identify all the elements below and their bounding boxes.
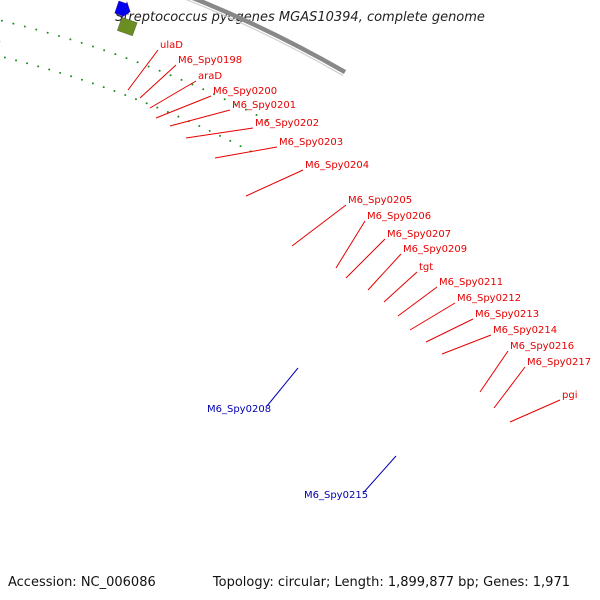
tick-dot [0,19,3,22]
tick-dot [113,90,116,93]
gene-leader-line [335,220,366,269]
reverse-gene-label[interactable]: M6_Spy0215 [304,490,368,501]
forward-gene-label[interactable]: M6_Spy0214 [493,325,557,336]
gene-leader-line [139,64,177,99]
tick-dot [219,134,222,137]
tick-dot [81,78,84,81]
gene-leader-line [185,127,254,139]
tick-dot [46,31,49,34]
gene-leader-line [367,253,402,291]
gene-leader-line [149,80,197,109]
forward-gene-label[interactable]: M6_Spy0202 [255,118,319,129]
accession-label: Accession: NC_006086 [8,575,156,590]
forward-gene-label[interactable]: M6_Spy0201 [232,100,296,111]
tick-dot [59,71,62,74]
map-title: Streptococcus pyogenes MGAS10394, comple… [115,10,485,25]
gene-feature-olive [116,16,138,37]
gene-leader-line [441,334,492,355]
tick-dot [124,94,127,97]
tick-dot [3,56,6,59]
reverse-gene-label[interactable]: M6_Spy0208 [207,404,271,415]
tick-dot [191,83,194,86]
forward-gene-label[interactable]: ulaD [160,40,183,51]
tick-dot [58,34,61,37]
tick-dot [158,69,161,72]
tick-dot [244,108,247,111]
tick-dot [255,113,258,116]
tick-dot [223,98,226,101]
tick-dot [125,57,128,60]
tick-dot [70,75,73,78]
forward-gene-label[interactable]: tgt [419,262,433,273]
reverse-gene-arrow [114,0,131,19]
topology-label: Topology: circular; Length: 1,899,877 bp… [212,575,570,590]
forward-gene-label[interactable]: M6_Spy0207 [387,229,451,240]
gene-leader-line [214,146,278,159]
gene-leader-line [363,455,397,493]
tick-dot [145,102,148,105]
forward-gene-label[interactable]: M6_Spy0216 [510,341,574,352]
tick-dot [180,78,183,81]
forward-gene-label[interactable]: M6_Spy0204 [305,160,369,171]
tick-dot [198,124,201,127]
tick-dot [156,106,159,109]
gene-leader-line [266,367,299,407]
gene-leader-line [479,350,509,393]
forward-gene-label[interactable]: pgi [562,390,577,401]
gene-leader-line [245,169,304,197]
forward-gene-label[interactable]: M6_Spy0212 [457,293,521,304]
tick-dot [229,139,232,142]
tick-dot [91,45,94,48]
gene-leader-line [383,271,418,303]
tick-dot [37,65,40,68]
forward-gene-label[interactable]: M6_Spy0206 [367,211,431,222]
gene-leader-line [345,238,386,279]
forward-gene-label[interactable]: M6_Spy0200 [213,86,277,97]
tick-dot [177,115,180,118]
tick-dot [80,41,83,44]
tick-dot [15,59,18,62]
tick-dot [212,93,215,96]
gene-leader-line [169,109,231,127]
tick-dot [134,98,137,101]
tick-dot [147,65,150,68]
gene-leader-line [409,302,456,331]
gene-leader-line [127,49,159,91]
gene-leader-line [155,95,212,119]
tick-dot [202,88,205,91]
tick-dot [136,61,139,64]
gene-leader-line [425,318,474,343]
tick-dot [239,145,242,148]
tick-dot [91,82,94,85]
forward-gene-label[interactable]: araD [198,71,222,82]
gene-leader-line [397,286,438,317]
tick-dot [169,74,172,77]
gene-leader-line [291,204,347,247]
forward-gene-label[interactable]: M6_Spy0211 [439,277,503,288]
tick-dot [266,119,269,122]
tick-dot [208,129,211,132]
tick-dot [234,103,237,106]
forward-gene-label[interactable]: M6_Spy0198 [178,55,242,66]
forward-gene-label[interactable]: M6_Spy0203 [279,137,343,148]
forward-gene-label[interactable]: M6_Spy0205 [348,195,412,206]
gene-leader-line [509,399,561,423]
forward-gene-label[interactable]: M6_Spy0217 [527,357,591,368]
tick-dot [48,68,51,71]
gene-leader-line [493,366,526,409]
tick-dot [69,38,72,41]
tick-dot [23,25,26,28]
tick-dot [26,62,29,65]
tick-dot [12,22,15,25]
tick-dot [114,53,117,56]
genome-backbone [191,0,347,75]
forward-gene-label[interactable]: M6_Spy0213 [475,309,539,320]
tick-dot [103,49,106,52]
genome-backbone-highlight [185,0,344,77]
tick-dot [35,28,38,31]
tick-dot [102,86,105,89]
forward-gene-label[interactable]: M6_Spy0209 [403,244,467,255]
